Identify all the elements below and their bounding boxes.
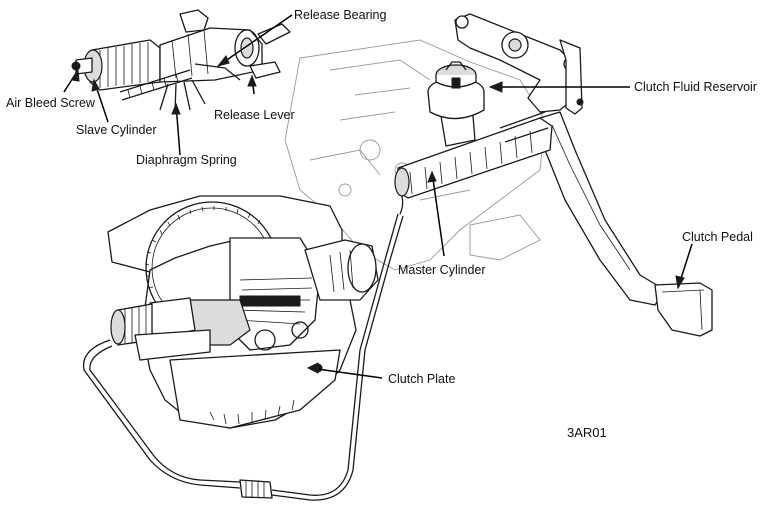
label-master-cylinder: Master Cylinder [398,263,486,277]
label-clutch-pedal: Clutch Pedal [682,230,753,244]
clutch-housing-cutaway [107,195,379,429]
label-release-bearing: Release Bearing [294,8,386,22]
master-cylinder-assembly [394,61,553,215]
slave-cylinder-assembly [71,9,291,113]
label-clutch-plate: Clutch Plate [388,372,455,386]
hydraulic-line [82,213,404,501]
figure-code: 3AR01 [567,425,607,440]
label-clutch-fluid-reservoir: Clutch Fluid Reservoir [634,80,757,94]
label-air-bleed-screw: Air Bleed Screw [6,96,96,110]
label-release-lever: Release Lever [214,108,295,122]
label-slave-cylinder: Slave Cylinder [76,123,157,137]
leader-lines [63,14,693,379]
clutch-pedal-assembly [454,13,713,337]
label-diaphragm-spring: Diaphragm Spring [136,153,237,167]
